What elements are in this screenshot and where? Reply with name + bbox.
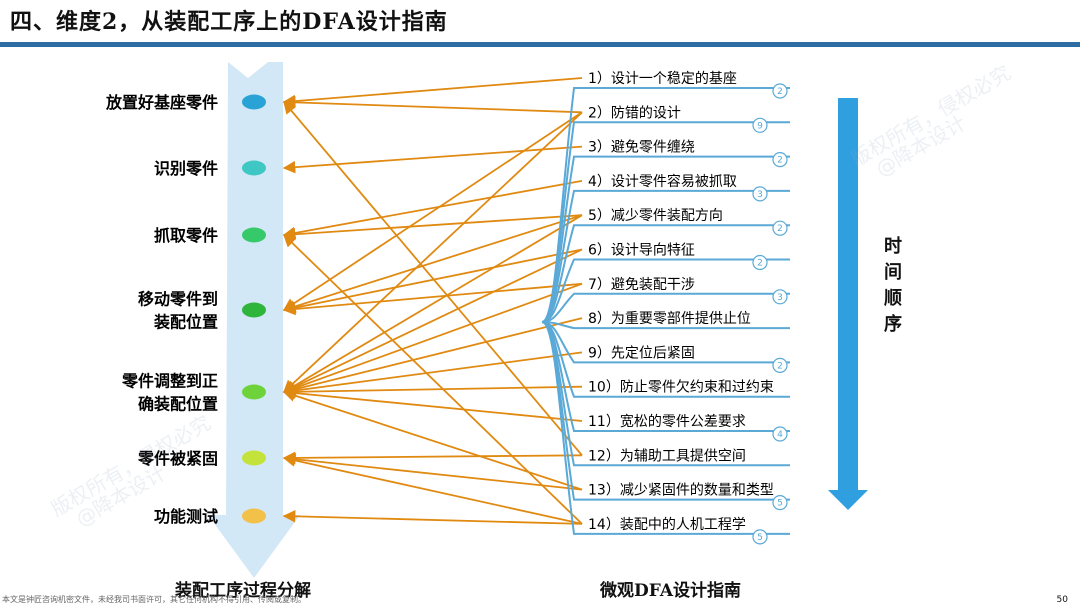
link-arrow-g6-s5 <box>282 248 583 393</box>
stage-label-1: 放置好基座零件 <box>105 93 218 112</box>
time-arrow-shaft <box>838 98 858 498</box>
count-badge <box>752 529 768 545</box>
link-arrow-g4-s3 <box>282 180 583 240</box>
link-arrow-g3-s2 <box>282 145 583 174</box>
link-arrow-g7-s4 <box>282 282 583 316</box>
count-badge <box>772 495 788 511</box>
stage-label-6: 零件被紧固 <box>137 449 218 468</box>
guideline-label: 6）设计导向特征 <box>588 243 695 259</box>
count-badge <box>752 254 768 271</box>
stage-dot-3 <box>242 227 266 243</box>
stages-layer: 放置好基座零件识别零件抓取零件移动零件到装配位置零件调整到正确装配位置零件被紧固… <box>105 93 266 526</box>
title-rule <box>0 42 1080 47</box>
count-badge <box>772 357 788 373</box>
left-caption: 装配工序过程分解 <box>174 580 311 601</box>
link-arrow-g8-s5 <box>282 317 583 396</box>
count-badge-text: 2 <box>777 361 783 371</box>
link-arrow-g7-s5 <box>282 282 583 395</box>
stage-label-2: 识别零件 <box>154 159 218 178</box>
page-number: 50 <box>1056 595 1068 605</box>
link-arrow-g14-s6 <box>282 454 583 525</box>
count-badge <box>772 426 788 442</box>
stage-label-7: 功能测试 <box>154 507 218 526</box>
guideline-label: 12）为辅助工具提供空间 <box>588 448 746 464</box>
link-arrow-g14-s3 <box>283 234 583 525</box>
count-badge-text: 2 <box>757 259 763 269</box>
link-arrow-g5-s4 <box>282 214 583 313</box>
count-badge <box>772 152 788 168</box>
link-arrow-g2-s1 <box>282 96 583 114</box>
time-order-char-2: 间 <box>884 262 902 283</box>
guidelines-layer: 1）设计一个稳定的基座 2 2）防错的设计 9 3）避免零件缠绕 2 4）设计零件容易被抓取… <box>588 70 788 545</box>
count-badge-text: 5 <box>777 499 783 509</box>
count-badge <box>772 83 788 99</box>
link-arrow-g14-s7 <box>282 510 583 525</box>
link-arrow-g6-s4 <box>282 248 583 314</box>
guideline-label: 3）避免零件缠绕 <box>588 139 695 156</box>
guideline-label: 13）减少紧固件的数量和类型 <box>588 483 774 499</box>
link-arrow-g1-s1 <box>282 77 583 108</box>
stage-dot-5 <box>242 384 266 400</box>
link-arrow-g2-s5 <box>283 111 583 393</box>
count-badge-text: 9 <box>757 121 763 131</box>
guideline-label: 2）防错的设计 <box>588 105 681 121</box>
guideline-label: 8）为重要零部件提供止位 <box>588 311 751 327</box>
count-badge-text: 2 <box>777 156 783 166</box>
guideline-label: 10）防止零件欠约束和过约束 <box>588 380 774 396</box>
process-flow-arrow <box>208 62 300 578</box>
link-arrow-g10-s5 <box>282 385 583 399</box>
count-badge-text: 3 <box>777 293 783 303</box>
link-arrow-g13-s5 <box>282 389 583 491</box>
guideline-bracket <box>541 87 790 535</box>
count-badge <box>752 117 768 133</box>
count-badge-text: 5 <box>757 533 763 543</box>
stage-dot-7 <box>242 508 266 524</box>
stage-dot-2 <box>242 160 266 176</box>
link-arrow-g9-s5 <box>282 351 583 397</box>
confidentiality-note: 本文是钟匠咨询机密文件，未经我司书面许可，其它任何机构不得引用、传阅或复制。 <box>2 595 306 604</box>
guideline-label: 7）避免装配干涉 <box>588 277 695 293</box>
count-badge-text: 4 <box>777 430 783 440</box>
count-badge-text: 2 <box>777 87 783 97</box>
count-badge <box>772 289 788 305</box>
stage-dot-4 <box>242 302 266 318</box>
stage-label-5: 零件调整到正 <box>121 372 218 391</box>
stage-label-4: 移动零件到 <box>138 290 218 309</box>
stage-label-5: 确装配位置 <box>138 395 218 414</box>
count-badge <box>752 186 768 202</box>
time-order-char-4: 序 <box>884 314 902 335</box>
count-badge-text: 2 <box>777 224 783 234</box>
link-arrow-g2-s4 <box>282 111 583 311</box>
guideline-label: 14）装配中的人机工程学 <box>588 517 746 533</box>
guideline-label: 5）减少零件装配方向 <box>588 208 723 224</box>
guideline-connector <box>541 321 790 535</box>
links-layer <box>282 77 583 525</box>
right-caption: 微观DFA设计指南 <box>599 580 741 601</box>
link-arrow-g13-s6 <box>282 452 583 491</box>
count-badge <box>772 220 788 236</box>
stage-label-3: 抓取零件 <box>154 226 218 245</box>
count-badge-text: 3 <box>757 190 763 200</box>
stage-label-4: 装配位置 <box>153 313 218 332</box>
time-arrow-head <box>828 490 868 510</box>
link-arrow-g5-s5 <box>282 214 583 393</box>
guideline-label: 1）设计一个稳定的基座 <box>588 70 737 87</box>
page-title: 四、维度2，从装配工序上的DFA设计指南 <box>10 9 448 35</box>
link-arrow-g12-s6 <box>282 451 583 465</box>
link-arrow-g11-s5 <box>282 386 583 422</box>
time-order-char-1: 时 <box>884 236 902 257</box>
time-order-char-3: 顺 <box>884 288 902 309</box>
guideline-label: 11）宽松的零件公差要求 <box>588 413 746 430</box>
guideline-label: 4）设计零件容易被抓取 <box>588 173 737 190</box>
guideline-connector <box>541 224 790 323</box>
stage-dot-1 <box>242 94 266 110</box>
guideline-label: 9）先定位后紧固 <box>588 345 695 361</box>
stage-dot-6 <box>242 450 266 466</box>
link-arrow-g12-s1 <box>283 101 583 456</box>
link-arrow-g5-s3 <box>282 214 583 241</box>
